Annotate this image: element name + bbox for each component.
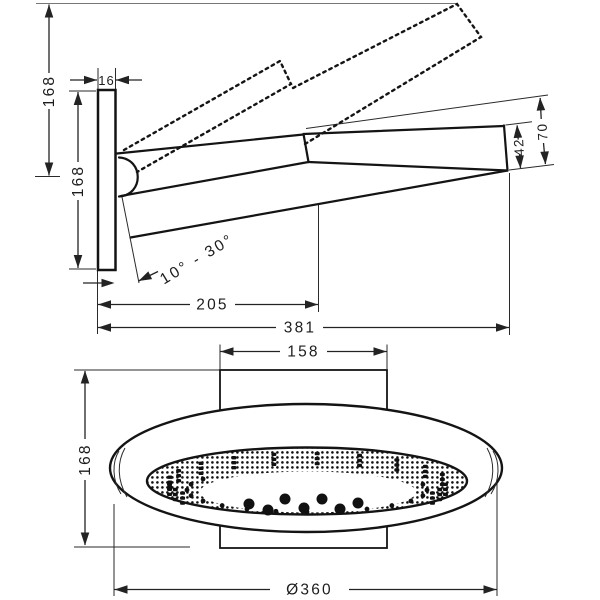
rim-arcs: [113, 447, 499, 498]
wall-plate: [96, 88, 117, 272]
side-view-dimension-lines: [48, 4, 547, 329]
dimension-arrowheads: [44, 4, 549, 594]
dimension-total-projection: 381: [284, 320, 316, 337]
dimension-bracket-height: 168: [77, 443, 94, 475]
dimension-head-diameter: Ø360: [286, 582, 333, 599]
dimension-wall-to-joint: 205: [196, 297, 228, 314]
dimension-overall-height: 168: [41, 75, 58, 107]
nozzle-field: [147, 447, 467, 515]
dimension-plate-height: 168: [70, 165, 87, 197]
dimension-tilt-range: 10° - 30°: [157, 231, 237, 288]
dimension-bracket-width: 158: [287, 344, 319, 361]
dimension-plate-thickness: 16: [98, 73, 114, 88]
tilted-position-dashed: [122, 2, 483, 174]
spray-face-line: [121, 196, 140, 284]
side-view: 168 16 168 42 70 10° - 30° 205 381: [35, 2, 555, 337]
bottom-view: 158 168 Ø360: [74, 344, 504, 599]
dimension-head-end-height: 70: [535, 122, 551, 141]
spray-nozzle-pattern: [167, 451, 448, 516]
ball-joint: [117, 156, 139, 198]
shower-arm-and-head: [115, 124, 509, 284]
dimension-head-thickness: 42: [511, 138, 527, 157]
